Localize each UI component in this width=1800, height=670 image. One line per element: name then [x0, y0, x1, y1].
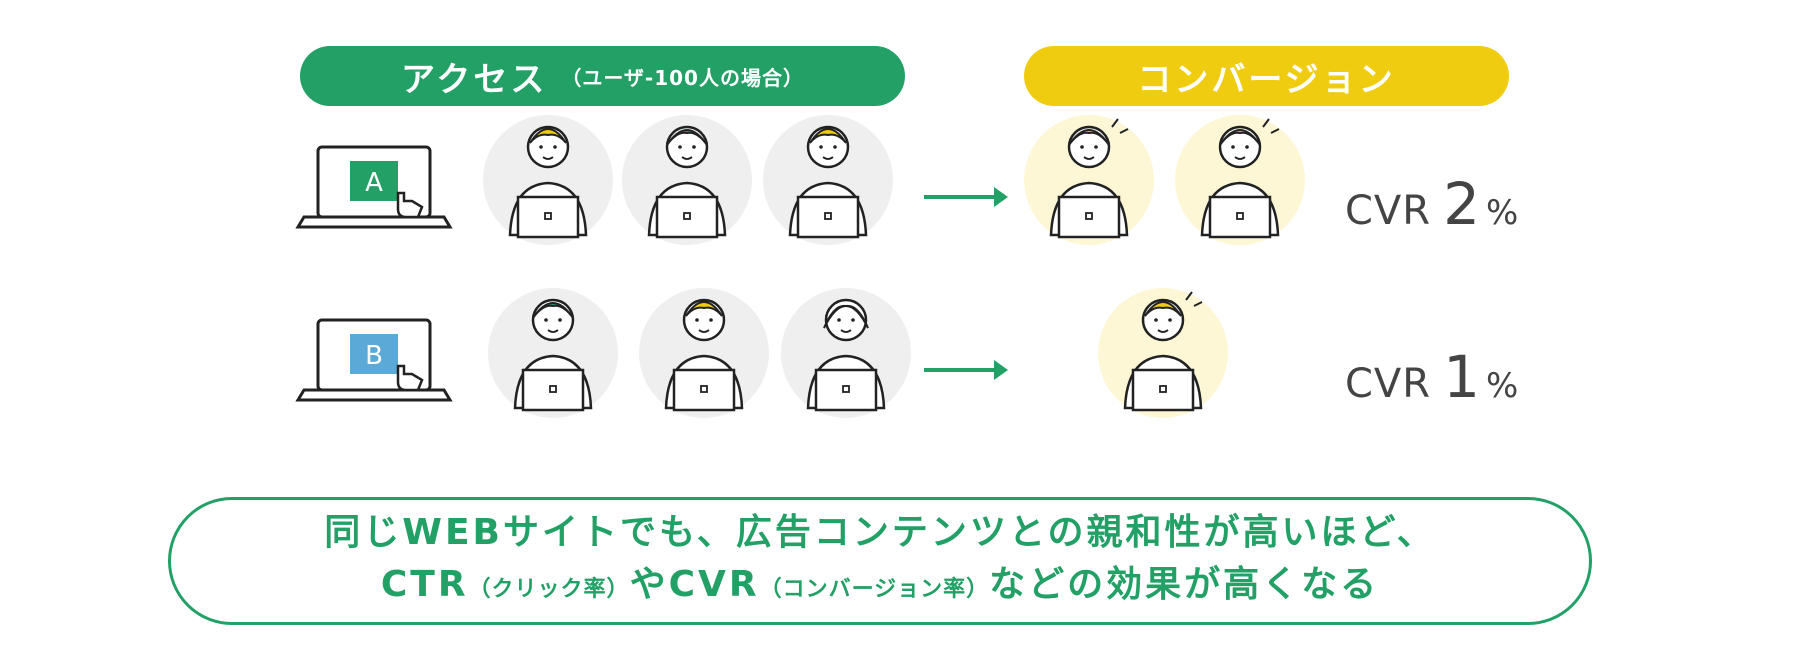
summary-cvr: やCVR: [629, 563, 760, 605]
converted-user-avatar: [1098, 288, 1228, 418]
ad-b-label: B: [365, 341, 383, 371]
summary-box: 同じWEBサイトでも、広告コンテンツとの親和性が高いほど、 CTR（クリック率）…: [168, 497, 1592, 625]
summary-ctr-note: （クリック率）: [468, 576, 630, 602]
cvr-a-value: 2: [1443, 170, 1480, 238]
summary-cvr-note: （コンバージョン率）: [759, 576, 990, 602]
user-avatar: [639, 288, 769, 418]
cvr-b-label: CVR: [1345, 361, 1432, 407]
pointer-hand-icon: [396, 191, 424, 219]
conversion-header: コンバージョン: [1024, 46, 1509, 106]
access-header: アクセス （ユーザ-100人の場合）: [300, 46, 905, 106]
arrow-right-icon: [924, 187, 1008, 207]
user-avatar: [781, 288, 911, 418]
arrow-right-icon: [924, 360, 1008, 380]
user-avatar: [622, 115, 752, 245]
conversion-title: コンバージョン: [1137, 59, 1396, 100]
summary-line-1: 同じWEBサイトでも、広告コンテンツとの親和性が高いほど、: [324, 511, 1436, 553]
user-avatar: [483, 115, 613, 245]
cvr-a-label: CVR: [1345, 188, 1432, 234]
cvr-a: CVR 2 %: [1345, 170, 1518, 238]
summary-line-2: CTR（クリック率）やCVR（コンバージョン率）などの効果が高くなる: [381, 559, 1379, 616]
access-title: アクセス: [401, 59, 548, 100]
laptop-b-icon: B: [295, 318, 453, 402]
cvr-b-unit: %: [1486, 366, 1519, 406]
summary-ctr: CTR: [380, 563, 469, 605]
cvr-a-unit: %: [1486, 193, 1519, 233]
access-subtitle: （ユーザ-100人の場合）: [561, 65, 804, 90]
cvr-b-value: 1: [1443, 343, 1480, 411]
user-avatar: [763, 115, 893, 245]
pointer-hand-icon: [396, 364, 424, 392]
converted-user-avatar: [1024, 115, 1154, 245]
row-b: B: [295, 288, 1228, 418]
cvr-b: CVR 1 %: [1345, 343, 1518, 411]
laptop-a-icon: A: [295, 145, 453, 229]
row-a: A: [295, 115, 1305, 245]
ad-a-label: A: [365, 168, 383, 198]
summary-conclusion: などの効果が高くなる: [989, 563, 1380, 605]
converted-user-avatar: [1175, 115, 1305, 245]
user-avatar: [488, 288, 618, 418]
